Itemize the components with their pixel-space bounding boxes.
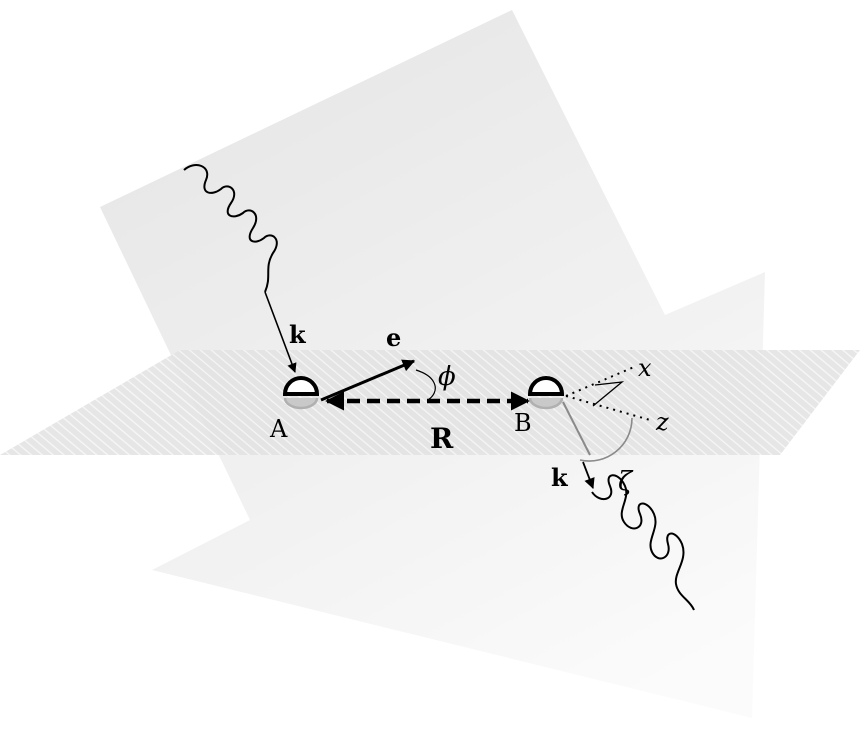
z-axis-dotted <box>565 395 651 421</box>
atom-a <box>282 376 320 410</box>
incoming-k-arrow <box>264 291 297 373</box>
label-e: e <box>386 323 401 352</box>
label-phi: ϕ <box>438 362 456 392</box>
incoming-wave <box>183 164 278 293</box>
label-b: B <box>514 409 532 437</box>
label-a: A <box>269 415 288 443</box>
label-x: x <box>638 354 652 382</box>
outgoing-wave <box>591 474 695 611</box>
xz-angle-marker <box>592 381 625 407</box>
outgoing-direction-line <box>562 401 591 456</box>
zeta-angle-arc <box>579 417 633 462</box>
label-r: R <box>430 422 454 455</box>
label-zeta: ζ <box>618 467 634 497</box>
x-axis-dotted <box>565 366 635 397</box>
atom-b <box>527 376 565 410</box>
label-k-incoming: k <box>289 320 307 349</box>
label-z: z <box>655 408 669 436</box>
outgoing-k-arrow <box>582 461 595 490</box>
label-k-outgoing: k <box>551 463 569 492</box>
